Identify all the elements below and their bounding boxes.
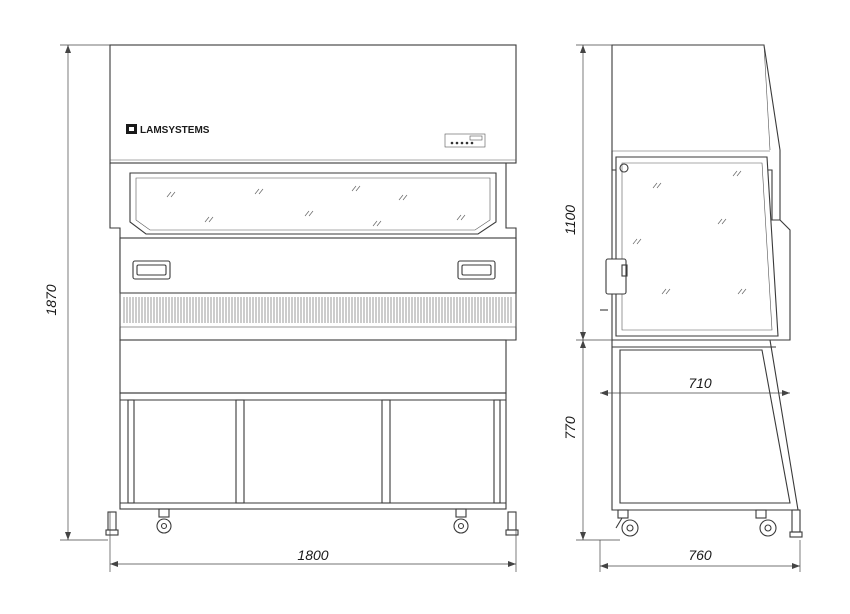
work-tray-front (119, 339, 507, 394)
dim-total-height: 1870 (43, 284, 59, 315)
control-panel (444, 133, 486, 148)
dim-stand-depth: 710 (688, 375, 712, 391)
dimension-lines (60, 44, 801, 572)
dim-cabinet-height: 1100 (562, 205, 578, 235)
front-panel (119, 237, 517, 294)
lamsystems-logo-icon (126, 124, 137, 134)
front-sash-glass (129, 172, 497, 235)
side-left-caster (615, 509, 639, 537)
front-top-hood (109, 44, 517, 164)
grille-slots (123, 297, 512, 323)
front-air-grille (119, 292, 517, 328)
side-handle[interactable] (600, 258, 628, 311)
dim-width: 1800 (297, 547, 328, 563)
side-rear-foot (789, 509, 803, 538)
side-right-caster (755, 509, 777, 537)
side-sash-glass (615, 156, 779, 337)
side-glass-reflection-marks (632, 170, 747, 295)
front-right-caster (453, 508, 469, 534)
glass-reflection-marks (166, 185, 466, 227)
side-view (600, 44, 803, 538)
front-left-foot (105, 511, 119, 536)
side-stand (611, 339, 799, 511)
dimension-arrows (65, 45, 800, 569)
right-handle[interactable] (457, 260, 496, 280)
dim-stand-height: 770 (562, 416, 578, 440)
dim-total-depth: 760 (688, 547, 712, 563)
front-view: LAMSYSTEMS (105, 44, 519, 536)
front-stand (119, 392, 507, 510)
front-left-caster (156, 508, 172, 534)
brand-name: LAMSYSTEMS (140, 125, 210, 136)
left-handle[interactable] (132, 260, 171, 280)
